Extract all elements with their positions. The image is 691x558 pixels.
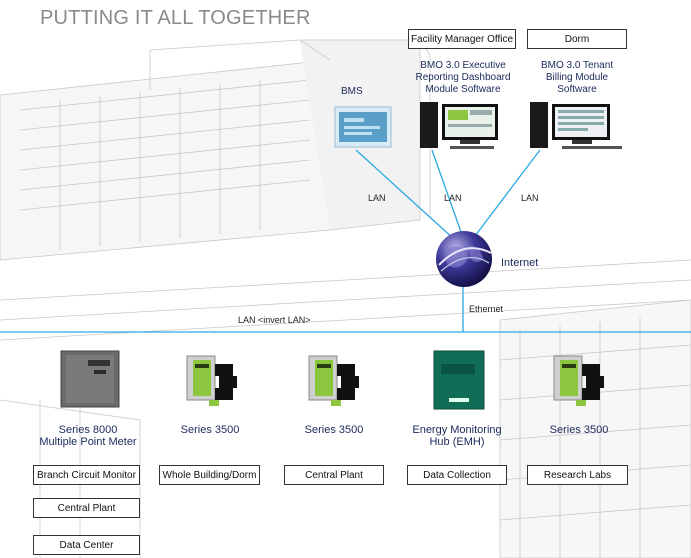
- lan-bus-label: LAN <invert LAN>: [238, 315, 311, 325]
- central-plant-box-1: Central Plant: [33, 498, 140, 518]
- data-center-box: Data Center: [33, 535, 140, 555]
- executive-workstation-icon: [420, 102, 498, 149]
- lan-label-executive: LAN: [444, 193, 462, 203]
- bms-label: BMS: [341, 86, 363, 97]
- dorm-box: Dorm: [527, 29, 627, 49]
- data-collection-box: Data Collection: [407, 465, 507, 485]
- series-3500-meter-2-icon: [308, 355, 359, 406]
- branch-circuit-monitor-box: Branch Circuit Monitor: [33, 465, 140, 485]
- page-title: PUTTING IT ALL TOGETHER: [40, 7, 311, 29]
- whole-building-dorm-box: Whole Building/Dorm: [159, 465, 260, 485]
- lan-label-tenant: LAN: [521, 193, 539, 203]
- executive-software-label: BMO 3.0 Executive Reporting Dashboard Mo…: [408, 60, 518, 96]
- series-3500-meter-3-icon: [553, 355, 604, 406]
- tenant-line-1: BMO 3.0 Tenant: [540, 60, 614, 71]
- lan-label-bms: LAN: [368, 193, 386, 203]
- emh-hub-icon: [433, 350, 485, 410]
- tenant-software-label: BMO 3.0 Tenant Billing Module Software: [527, 60, 627, 96]
- facility-manager-office-box: Facility Manager Office: [408, 29, 516, 49]
- executive-line-3: Module Software: [425, 84, 501, 95]
- device-name-line-1: Energy Monitoring: [412, 424, 502, 436]
- internet-globe-icon: [436, 231, 492, 287]
- device-name-line-1: Series 3500: [549, 424, 609, 436]
- device-name-line-1: Series 8000: [58, 424, 118, 436]
- device-name-line-2: Hub (EMH): [429, 436, 485, 448]
- bms-monitor-icon: [334, 106, 392, 148]
- tenant-line-3: Software: [557, 84, 597, 95]
- device-label-series-8000: Series 8000 Multiple Point Meter: [39, 424, 136, 448]
- series-3500-meter-1-icon: [186, 355, 237, 406]
- ethernet-label: Ethernet: [469, 304, 504, 314]
- internet-label: Internet: [501, 257, 539, 269]
- executive-line-2: Reporting Dashboard: [415, 72, 511, 83]
- device-label-emh: Energy Monitoring Hub (EMH): [412, 424, 501, 448]
- research-labs-box: Research Labs: [527, 465, 628, 485]
- device-label-series-3500-1: Series 3500: [181, 424, 240, 436]
- device-label-series-3500-3: Series 3500: [550, 424, 609, 436]
- tenant-workstation-icon: [530, 102, 622, 149]
- device-name-line-1: Series 3500: [180, 424, 240, 436]
- tenant-line-2: Billing Module: [545, 72, 609, 83]
- executive-line-1: BMO 3.0 Executive: [420, 60, 506, 71]
- central-plant-box-2: Central Plant: [284, 465, 384, 485]
- series-8000-meter-icon: [60, 350, 120, 408]
- device-label-series-3500-2: Series 3500: [305, 424, 364, 436]
- device-name-line-2: Multiple Point Meter: [39, 436, 137, 448]
- device-name-line-1: Series 3500: [304, 424, 364, 436]
